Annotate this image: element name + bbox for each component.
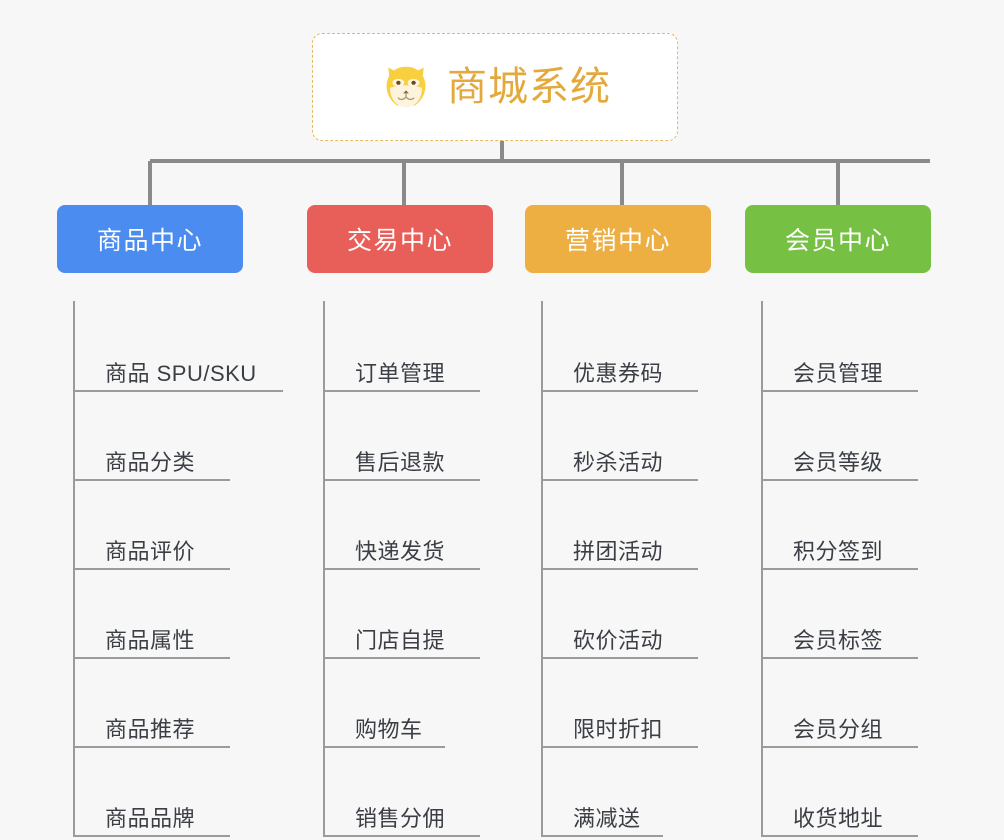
leaf-item[interactable]: 快递发货 — [325, 481, 480, 570]
leaf-item[interactable]: 积分签到 — [763, 481, 918, 570]
leaf-list-2: 优惠券码 秒杀活动 拼团活动 砍价活动 限时折扣 满减送 — [541, 301, 715, 837]
leaf-item[interactable]: 门店自提 — [325, 570, 480, 659]
branch-column-2: 营销中心 优惠券码 秒杀活动 拼团活动 砍价活动 限时折扣 满减送 — [525, 205, 715, 837]
branch-label: 商品中心 — [96, 227, 203, 255]
leaf-label: 商品分类 — [105, 449, 196, 475]
leaf-label: 售后退款 — [355, 449, 446, 475]
leaf-label: 会员等级 — [793, 449, 884, 475]
leaf-label: 拼团活动 — [573, 538, 664, 564]
leaf-label: 商品推荐 — [105, 716, 196, 742]
leaf-item[interactable]: 拼团活动 — [543, 481, 698, 570]
root-title: 商城系统 — [447, 65, 611, 109]
branch-header-3[interactable]: 会员中心 — [745, 205, 931, 273]
leaf-item[interactable]: 商品属性 — [75, 570, 230, 659]
leaf-item[interactable]: 会员管理 — [763, 303, 918, 392]
root-node[interactable]: 商城系统 — [312, 33, 678, 141]
leaf-label: 优惠券码 — [573, 360, 664, 386]
leaf-item[interactable]: 优惠券码 — [543, 303, 698, 392]
leaf-item[interactable]: 商品 SPU/SKU — [75, 303, 283, 392]
branch-column-3: 会员中心 会员管理 会员等级 积分签到 会员标签 会员分组 收货地址 — [745, 205, 935, 837]
leaf-label: 商品品牌 — [105, 805, 196, 831]
leaf-item[interactable]: 商品分类 — [75, 392, 230, 481]
leaf-item[interactable]: 销售分佣 — [325, 748, 480, 837]
leaf-label: 会员标签 — [793, 627, 884, 653]
leaf-item[interactable]: 购物车 — [325, 659, 445, 748]
leaf-label: 积分签到 — [793, 538, 884, 564]
branch-label: 营销中心 — [564, 227, 671, 255]
leaf-label: 满减送 — [573, 805, 641, 831]
branch-column-0: 商品中心 商品 SPU/SKU 商品分类 商品评价 商品属性 商品推荐 商品品牌 — [57, 205, 283, 837]
leaf-item[interactable]: 收货地址 — [763, 748, 918, 837]
leaf-item[interactable]: 会员等级 — [763, 392, 918, 481]
leaf-item[interactable]: 商品评价 — [75, 481, 230, 570]
leaf-label: 购物车 — [355, 716, 423, 742]
leaf-item[interactable]: 商品品牌 — [75, 748, 230, 837]
leaf-item[interactable]: 秒杀活动 — [543, 392, 698, 481]
leaf-list-0: 商品 SPU/SKU 商品分类 商品评价 商品属性 商品推荐 商品品牌 — [73, 301, 283, 837]
branch-header-1[interactable]: 交易中心 — [307, 205, 493, 273]
leaf-item[interactable]: 商品推荐 — [75, 659, 230, 748]
leaf-item[interactable]: 砍价活动 — [543, 570, 698, 659]
leaf-label: 商品评价 — [105, 538, 196, 564]
leaf-label: 限时折扣 — [573, 716, 664, 742]
branch-header-2[interactable]: 营销中心 — [525, 205, 711, 273]
leaf-label: 收货地址 — [793, 805, 884, 831]
leaf-label: 砍价活动 — [573, 627, 664, 653]
leaf-item[interactable]: 限时折扣 — [543, 659, 698, 748]
leaf-label: 销售分佣 — [355, 805, 446, 831]
leaf-label: 会员分组 — [793, 716, 884, 742]
leaf-item[interactable]: 售后退款 — [325, 392, 480, 481]
leaf-label: 商品属性 — [105, 627, 196, 653]
leaf-label: 商品 SPU/SKU — [105, 360, 257, 386]
branch-header-0[interactable]: 商品中心 — [57, 205, 243, 273]
leaf-list-3: 会员管理 会员等级 积分签到 会员标签 会员分组 收货地址 — [761, 301, 935, 837]
leaf-item[interactable]: 满减送 — [543, 748, 663, 837]
leaf-label: 秒杀活动 — [573, 449, 664, 475]
branch-column-1: 交易中心 订单管理 售后退款 快递发货 门店自提 购物车 销售分佣 — [307, 205, 497, 837]
branch-label: 交易中心 — [346, 227, 453, 255]
shiba-dog-face-icon — [379, 60, 433, 114]
leaf-item[interactable]: 订单管理 — [325, 303, 480, 392]
leaf-label: 订单管理 — [355, 360, 446, 386]
leaf-label: 快递发货 — [355, 538, 446, 564]
leaf-label: 会员管理 — [793, 360, 884, 386]
leaf-label: 门店自提 — [355, 627, 446, 653]
leaf-item[interactable]: 会员标签 — [763, 570, 918, 659]
branch-label: 会员中心 — [784, 227, 891, 255]
leaf-list-1: 订单管理 售后退款 快递发货 门店自提 购物车 销售分佣 — [323, 301, 497, 837]
leaf-item[interactable]: 会员分组 — [763, 659, 918, 748]
